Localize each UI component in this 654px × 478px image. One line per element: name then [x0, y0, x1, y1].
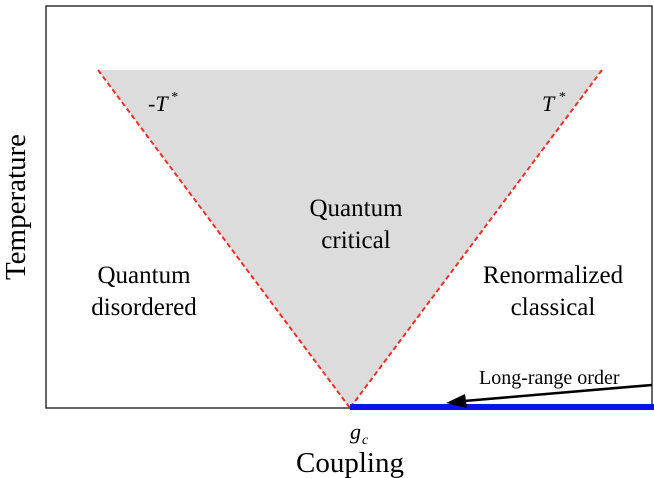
left-crossover-label: -T* [148, 90, 178, 116]
right-crossover-label: T* [542, 90, 565, 116]
critical-point-label: gc [350, 419, 369, 448]
x-axis-label: Coupling [296, 447, 404, 478]
annotation-arrow-head [446, 394, 467, 408]
quantum-disordered-label-line1: Quantum [97, 262, 191, 289]
quantum-critical-label-line2: critical [321, 227, 390, 254]
right-crossover-line [349, 69, 603, 409]
left-crossover-line [97, 69, 351, 409]
quantum-critical-label-line1: Quantum [309, 195, 403, 222]
y-axis-label: Temperature [0, 134, 32, 280]
renormalized-classical-label-line2: classical [511, 294, 596, 321]
renormalized-classical-label-line1: Renormalized [483, 262, 624, 289]
plot-frame [45, 5, 653, 409]
quantum-critical-region [98, 70, 602, 408]
long-range-order-label: Long-range order [479, 367, 620, 389]
annotation-arrow-shaft [463, 383, 653, 403]
quantum-disordered-label-line2: disordered [91, 294, 197, 321]
